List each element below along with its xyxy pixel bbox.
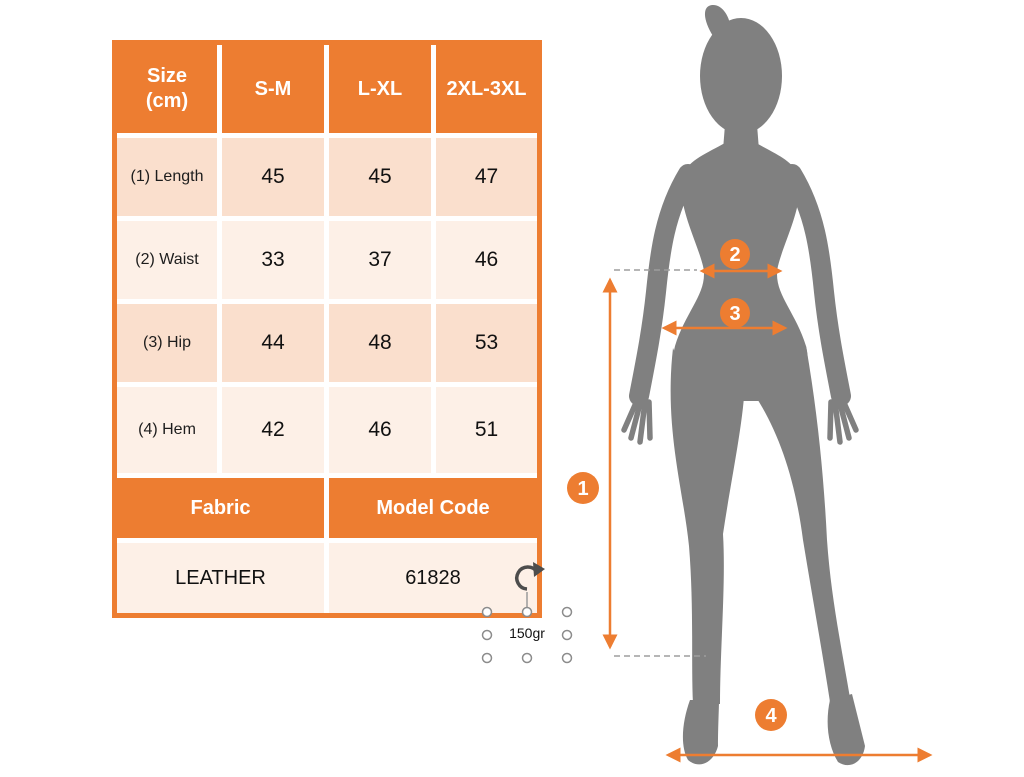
body-silhouette <box>621 4 865 766</box>
row-label-hip: (3) Hip <box>117 304 217 382</box>
right-arm <box>782 164 851 406</box>
waist-2xl-3xl: 46 <box>436 221 537 299</box>
right-hand <box>827 393 859 445</box>
left-hand <box>621 393 653 445</box>
measure-markers: 1 2 3 4 <box>567 239 787 731</box>
marker-3-circle <box>720 298 750 328</box>
hem-s-m: 42 <box>222 387 324 473</box>
selection-handle[interactable] <box>561 629 573 641</box>
hip-l-xl: 48 <box>329 304 431 382</box>
selection-handle[interactable] <box>561 652 573 664</box>
waist-l-xl: 37 <box>329 221 431 299</box>
header-2xl-3xl: 2XL-3XL <box>436 45 537 133</box>
model-code-header: Model Code <box>329 478 537 538</box>
header-s-m: S-M <box>222 45 324 133</box>
marker-3-label: 3 <box>729 303 740 325</box>
selection-handle[interactable] <box>481 606 493 618</box>
selection-handle[interactable] <box>521 652 533 664</box>
selection-handles <box>481 606 573 664</box>
model-code-value: 61828 <box>329 543 537 613</box>
header-l-xl: L-XL <box>329 45 431 133</box>
marker-4-label: 4 <box>765 705 777 727</box>
weight-textbox[interactable]: 150gr <box>509 625 545 641</box>
rotate-handle-icon[interactable] <box>515 562 545 591</box>
marker-2-label: 2 <box>729 244 740 266</box>
left-arm <box>629 164 698 406</box>
selection-handle[interactable] <box>521 606 533 618</box>
length-s-m: 45 <box>222 138 324 216</box>
length-2xl-3xl: 47 <box>436 138 537 216</box>
row-label-waist: (2) Waist <box>117 221 217 299</box>
left-leg <box>670 348 745 704</box>
marker-1-label: 1 <box>577 478 588 500</box>
hip-s-m: 44 <box>222 304 324 382</box>
right-leg <box>750 346 850 702</box>
weight-textbox-selection: 150gr <box>481 562 573 664</box>
hem-2xl-3xl: 51 <box>436 387 537 473</box>
marker-2-circle <box>720 239 750 269</box>
fabric-value: LEATHER <box>117 543 324 613</box>
header-size-cm: Size (cm) <box>117 45 217 133</box>
row-label-hem: (4) Hem <box>117 387 217 473</box>
figure-canvas: 1 2 3 4 <box>567 4 933 766</box>
marker-4-circle <box>755 699 787 731</box>
marker-1-circle <box>567 472 599 504</box>
length-l-xl: 45 <box>329 138 431 216</box>
row-label-length: (1) Length <box>117 138 217 216</box>
hem-l-xl: 46 <box>329 387 431 473</box>
waist-s-m: 33 <box>222 221 324 299</box>
right-foot <box>827 694 865 766</box>
selection-handle[interactable] <box>481 629 493 641</box>
hip-2xl-3xl: 53 <box>436 304 537 382</box>
selection-handle[interactable] <box>561 606 573 618</box>
head <box>700 18 782 134</box>
selection-handle[interactable] <box>481 652 493 664</box>
size-chart-table: Size (cm) S-M L-XL 2XL-3XL (1) Length 45… <box>112 40 542 618</box>
fabric-header: Fabric <box>117 478 324 538</box>
